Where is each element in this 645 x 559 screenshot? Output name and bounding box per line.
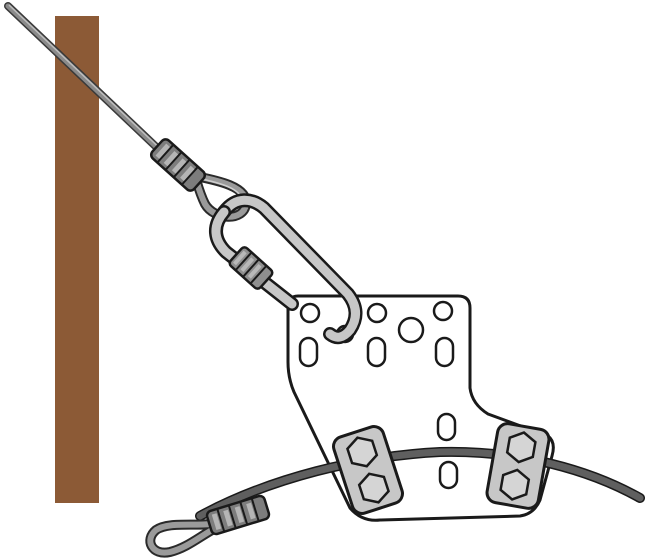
threaded-lock-sleeve xyxy=(228,246,274,290)
bracket-slot xyxy=(298,336,319,368)
bracket-hole xyxy=(366,302,388,324)
guy-wire xyxy=(4,2,174,164)
wooden-pole xyxy=(55,16,99,503)
cable-clamp xyxy=(332,425,404,515)
bracket-hole xyxy=(432,300,454,322)
cable-end-thimble xyxy=(145,519,217,558)
bracket-hole xyxy=(299,302,321,324)
hex-bolt xyxy=(346,436,379,468)
cable xyxy=(195,446,645,521)
bracket-hole xyxy=(397,316,425,344)
hex-bolt xyxy=(357,472,390,504)
bracket-slot xyxy=(436,412,457,442)
quick-link-carabiner xyxy=(209,193,363,345)
bracket-slot xyxy=(438,460,459,490)
bracket-slot xyxy=(366,336,387,368)
hex-bolt xyxy=(505,431,537,464)
bracket-slot xyxy=(434,336,455,368)
wire-splice-sleeve xyxy=(149,138,207,192)
hex-bolt xyxy=(499,468,531,501)
cable-clamp xyxy=(485,422,551,510)
cable-end-sleeve xyxy=(205,494,271,536)
